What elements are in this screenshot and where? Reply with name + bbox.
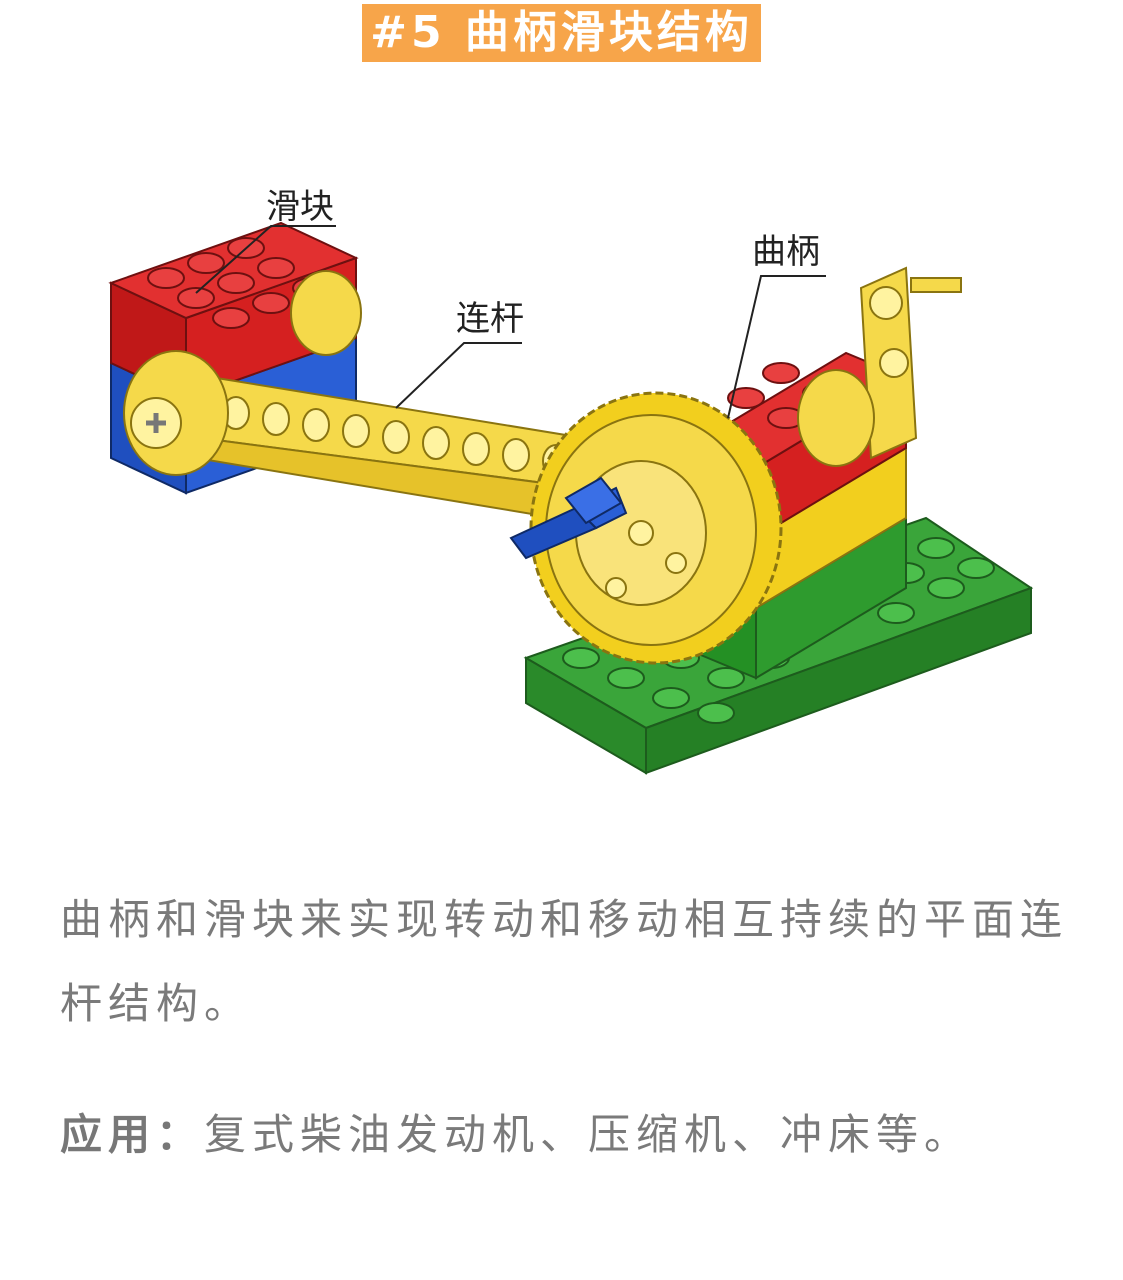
crank-label: 曲柄 [752, 232, 820, 272]
slider-bricks [108, 221, 362, 495]
title-container: #5 曲柄滑块结构 [0, 4, 1123, 62]
leader-lines [195, 225, 826, 419]
blue-pin [509, 476, 628, 560]
application-label: 应用： [60, 1110, 205, 1159]
application-text: 复式柴油发动机、压缩机、冲床等。 [204, 1110, 973, 1159]
crank-slider-illustration: 滑块 连杆 曲柄 [56, 118, 1086, 833]
description-text: 曲柄和滑块来实现转动和移动相互持续的平面连杆结构。 [60, 895, 1069, 1028]
rod-leader-line [395, 342, 522, 409]
connecting-rod-label: 连杆 [456, 299, 524, 339]
crank-leader-line [727, 275, 826, 419]
application-paragraph: 应用：复式柴油发动机、压缩机、冲床等。 [60, 1092, 1090, 1178]
slider-leader-line [195, 225, 336, 294]
slider-label: 滑块 [266, 187, 334, 227]
illustration-svg: 滑块 连杆 曲柄 [108, 187, 1034, 775]
large-gear [529, 391, 783, 665]
page-title: #5 曲柄滑块结构 [362, 4, 761, 62]
crank-arm [797, 266, 962, 467]
